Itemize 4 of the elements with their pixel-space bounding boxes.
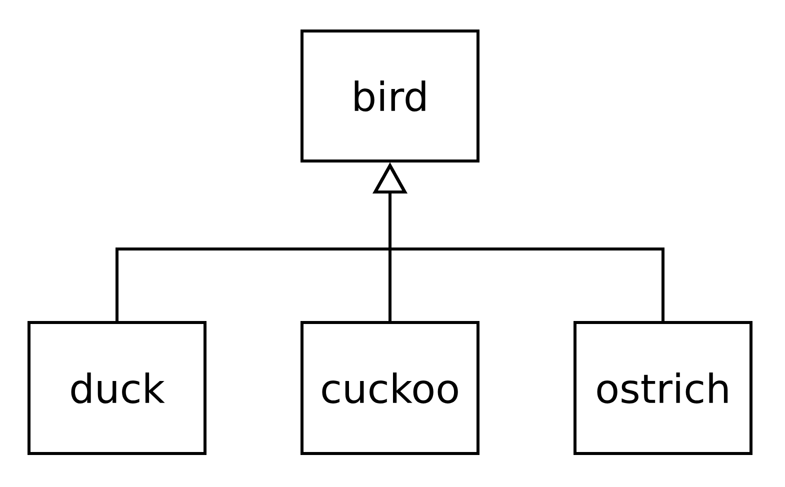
class-box: bird bbox=[300, 30, 480, 162]
class-box: ostrich bbox=[574, 321, 752, 455]
class-box: cuckoo bbox=[300, 321, 480, 455]
class-box: duck bbox=[28, 321, 206, 455]
